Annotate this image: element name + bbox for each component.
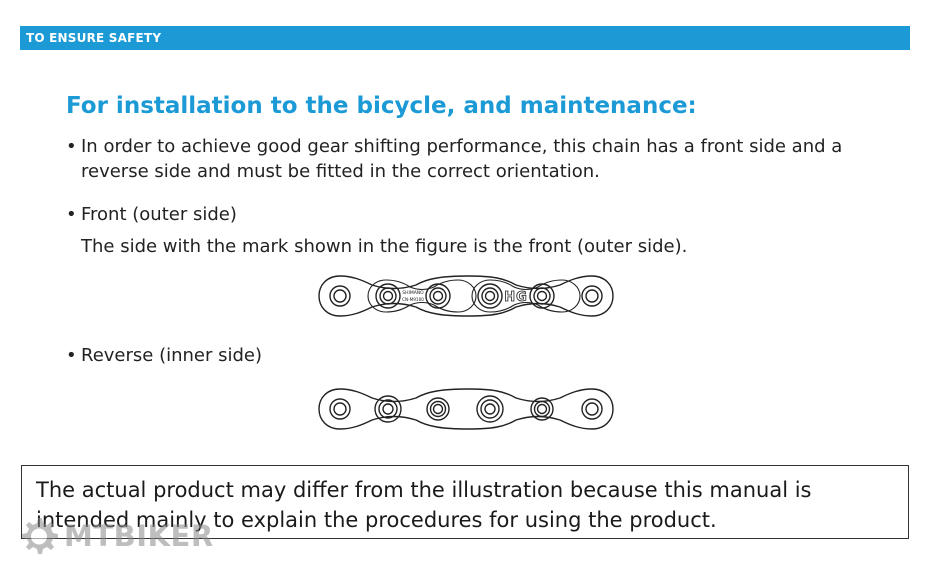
gear-icon: [22, 518, 58, 554]
section-banner: TO ENSURE SAFETY: [20, 26, 910, 50]
chain-mark-model: CN-M9100: [402, 297, 424, 302]
watermark: MTBIKER: [14, 512, 214, 560]
bullet-dot: •: [66, 136, 77, 157]
chain-mark-brand: SHIMANO: [402, 290, 424, 296]
bullet-dot: •: [66, 345, 77, 366]
watermark-text: MTBIKER: [64, 519, 214, 553]
disclaimer-box: The actual product may differ from the i…: [21, 465, 909, 539]
chain-reverse-illustration: [318, 388, 614, 430]
chain-front-illustration: SHIMANO CN-M9100 HG: [318, 275, 614, 317]
bullet-orientation: • In order to achieve good gear shifting…: [66, 134, 881, 184]
bullet-text: In order to achieve good gear shifting p…: [81, 136, 843, 182]
front-description: The side with the mark shown in the figu…: [81, 236, 688, 257]
bullet-dot: •: [66, 204, 77, 225]
page-heading: For installation to the bicycle, and mai…: [66, 93, 697, 119]
disclaimer-text: The actual product may differ from the i…: [36, 478, 812, 532]
bullet-text: Front (outer side): [81, 204, 237, 225]
bullet-reverse: • Reverse (inner side): [66, 343, 881, 368]
bullet-text: Reverse (inner side): [81, 345, 263, 366]
bullet-front: • Front (outer side): [66, 202, 881, 227]
hg-logo-mark: HG: [504, 290, 528, 305]
